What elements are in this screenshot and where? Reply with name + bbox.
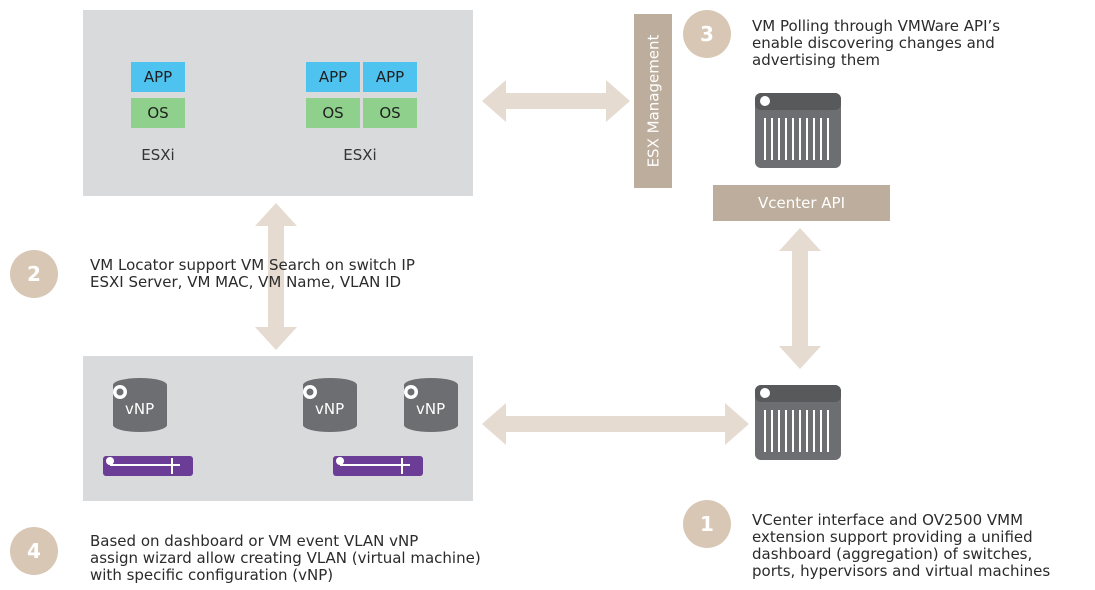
esxi-host-label: ESXi [343, 146, 377, 164]
os-chip: OS [363, 98, 417, 128]
switch-icon [333, 456, 423, 476]
double-arrow [482, 403, 749, 445]
vnp-label: vNP [416, 400, 446, 418]
step-1-number: 1 [683, 500, 731, 548]
double-arrow [255, 203, 297, 350]
esx-management-bar: ESX Management [634, 14, 672, 188]
double-arrow [482, 80, 630, 122]
app-chip: APP [306, 62, 360, 92]
step-2-number: 2 [10, 250, 58, 298]
server-icon [755, 93, 841, 168]
vcenter-api-box: Vcenter API [713, 185, 890, 221]
step-3-text: VM Polling through VMWare API’s enable d… [752, 17, 1001, 69]
step-4-number: 4 [10, 527, 58, 575]
vnp-database-icon [113, 378, 167, 432]
vnp-label: vNP [315, 400, 345, 418]
switch-icon [103, 456, 193, 476]
step-4-text: Based on dashboard or VM event VLAN vNP … [90, 532, 481, 584]
app-chip: APP [363, 62, 417, 92]
step-3-number: 3 [683, 10, 731, 58]
step-2-text: VM Locator support VM Search on switch I… [90, 256, 415, 291]
vnp-database-icon [303, 378, 357, 432]
app-chip: APP [131, 62, 185, 92]
vnp-label: vNP [125, 400, 155, 418]
double-arrow [779, 228, 821, 369]
vnp-database-icon [404, 378, 458, 432]
step-1-text: VCenter interface and OV2500 VMM extensi… [752, 511, 1051, 580]
os-chip: OS [131, 98, 185, 128]
os-chip: OS [306, 98, 360, 128]
esxi-host-label: ESXi [141, 146, 175, 164]
server-icon [755, 385, 841, 460]
